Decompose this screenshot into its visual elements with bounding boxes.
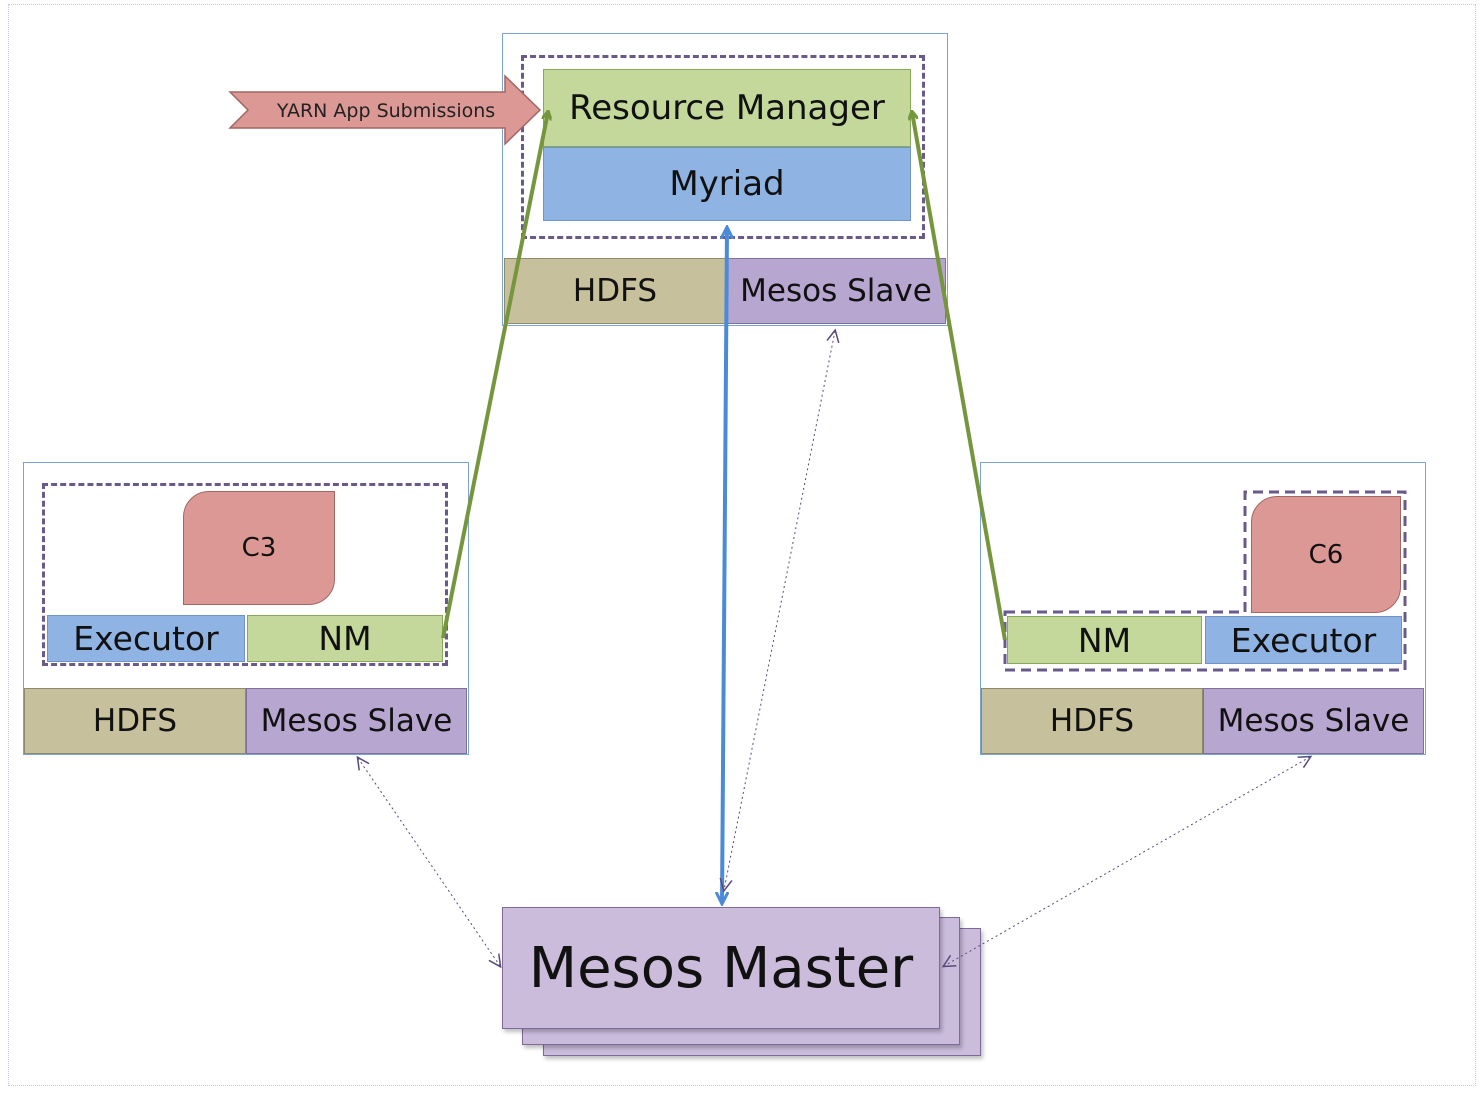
right-executor-box: Executor bbox=[1205, 616, 1402, 664]
diagram-frame bbox=[8, 4, 1476, 1086]
container-c6-label: C6 bbox=[1308, 539, 1344, 570]
top-hdfs-label: HDFS bbox=[572, 273, 658, 309]
top-mesos-slave-box: Mesos Slave bbox=[726, 258, 946, 324]
left-hdfs-box: HDFS bbox=[24, 688, 246, 754]
left-nm-label: NM bbox=[318, 619, 372, 658]
left-nm-box: NM bbox=[247, 615, 443, 662]
left-executor-label: Executor bbox=[73, 619, 219, 658]
right-nm-to-rm-link bbox=[912, 112, 1007, 641]
left-mesos-slave-label: Mesos Slave bbox=[260, 703, 453, 739]
myriad-to-master-link bbox=[722, 228, 727, 903]
top-hdfs-box: HDFS bbox=[504, 258, 726, 324]
right-nm-box: NM bbox=[1007, 616, 1202, 664]
right-mesos-slave-label: Mesos Slave bbox=[1217, 703, 1410, 739]
left-nm-to-rm-link bbox=[441, 112, 548, 639]
top-mesos-slave-label: Mesos Slave bbox=[740, 273, 932, 309]
right-hdfs-box: HDFS bbox=[981, 688, 1203, 754]
container-c3-label: C3 bbox=[241, 533, 277, 563]
left-yarn-group bbox=[42, 483, 448, 666]
right-executor-label: Executor bbox=[1230, 620, 1377, 660]
submission-label: YARN App Submissions bbox=[276, 100, 496, 122]
right-slave-to-master-link bbox=[944, 757, 1310, 966]
resource-manager-box: Resource Manager bbox=[543, 69, 911, 147]
myriad-label: Myriad bbox=[669, 164, 785, 204]
resource-manager-label: Resource Manager bbox=[569, 88, 885, 128]
right-mesos-slave-box: Mesos Slave bbox=[1203, 688, 1424, 754]
mesos-master-box: Mesos Master bbox=[502, 907, 940, 1029]
mesos-master-label: Mesos Master bbox=[528, 935, 914, 1001]
right-hdfs-label: HDFS bbox=[1049, 703, 1135, 739]
container-c3: C3 bbox=[183, 491, 335, 605]
container-c6: C6 bbox=[1251, 496, 1401, 613]
right-nm-label: NM bbox=[1077, 620, 1132, 660]
left-slave-to-master-link bbox=[358, 758, 500, 966]
myriad-box: Myriad bbox=[543, 147, 911, 221]
left-hdfs-label: HDFS bbox=[92, 703, 178, 739]
top-slave-to-master-link bbox=[724, 331, 835, 890]
left-mesos-slave-box: Mesos Slave bbox=[246, 688, 467, 754]
left-executor-box: Executor bbox=[47, 615, 245, 662]
